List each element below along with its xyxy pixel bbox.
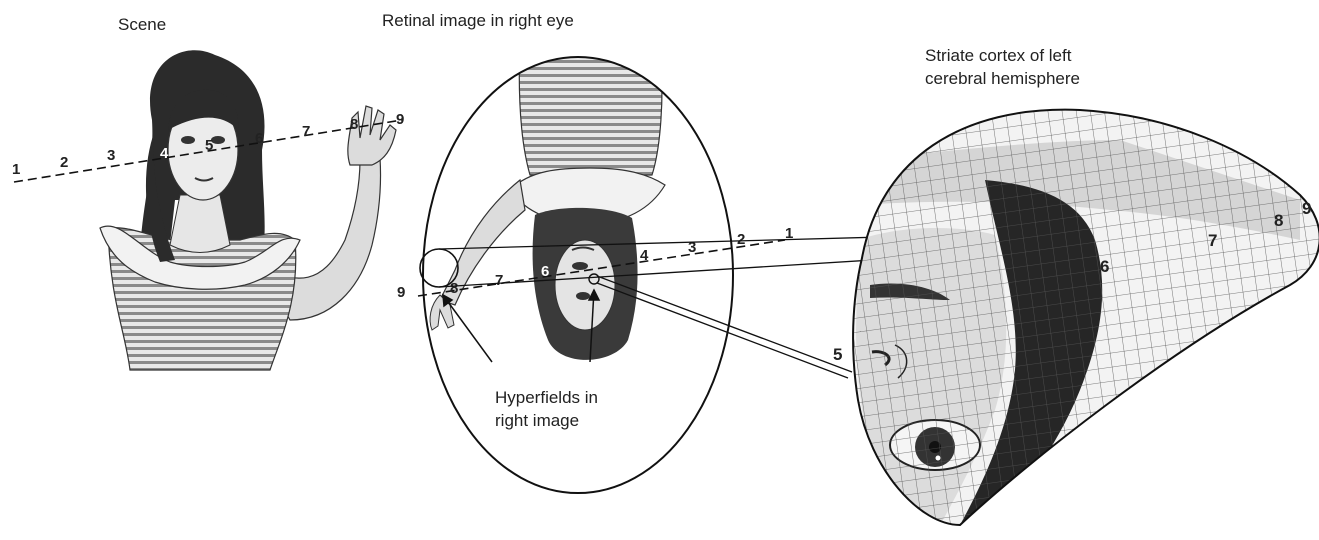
scene-number-8: 8 bbox=[350, 116, 358, 133]
scene-number-7: 7 bbox=[302, 123, 310, 140]
retina-number-9: 9 bbox=[397, 284, 405, 301]
scene-number-5: 5 bbox=[205, 137, 213, 154]
scene-number-3: 3 bbox=[107, 147, 115, 164]
retina-number-6: 6 bbox=[541, 263, 549, 280]
cortex-number-7: 7 bbox=[1208, 231, 1217, 250]
cortex-number-5: 5 bbox=[833, 345, 842, 364]
scene-number-4: 4 bbox=[160, 145, 169, 162]
cortex-number-9: 9 bbox=[1302, 199, 1311, 218]
retina-number-2: 2 bbox=[737, 231, 745, 248]
cortex-number-8: 8 bbox=[1274, 211, 1283, 230]
scene-woman-illustration bbox=[100, 50, 396, 370]
retina-number-4: 4 bbox=[640, 247, 649, 264]
striate-cortex-illustration bbox=[840, 100, 1319, 540]
scene-number-9: 9 bbox=[396, 111, 404, 128]
retinal-image-illustration bbox=[430, 40, 665, 360]
scene-number-6: 6 bbox=[255, 130, 263, 147]
hyperfield-circle-large bbox=[420, 249, 458, 287]
cortex-number-6: 6 bbox=[1100, 257, 1109, 276]
scene-number-2: 2 bbox=[60, 154, 68, 171]
scene-number-1: 1 bbox=[12, 161, 20, 178]
retina-number-7: 7 bbox=[495, 272, 503, 289]
